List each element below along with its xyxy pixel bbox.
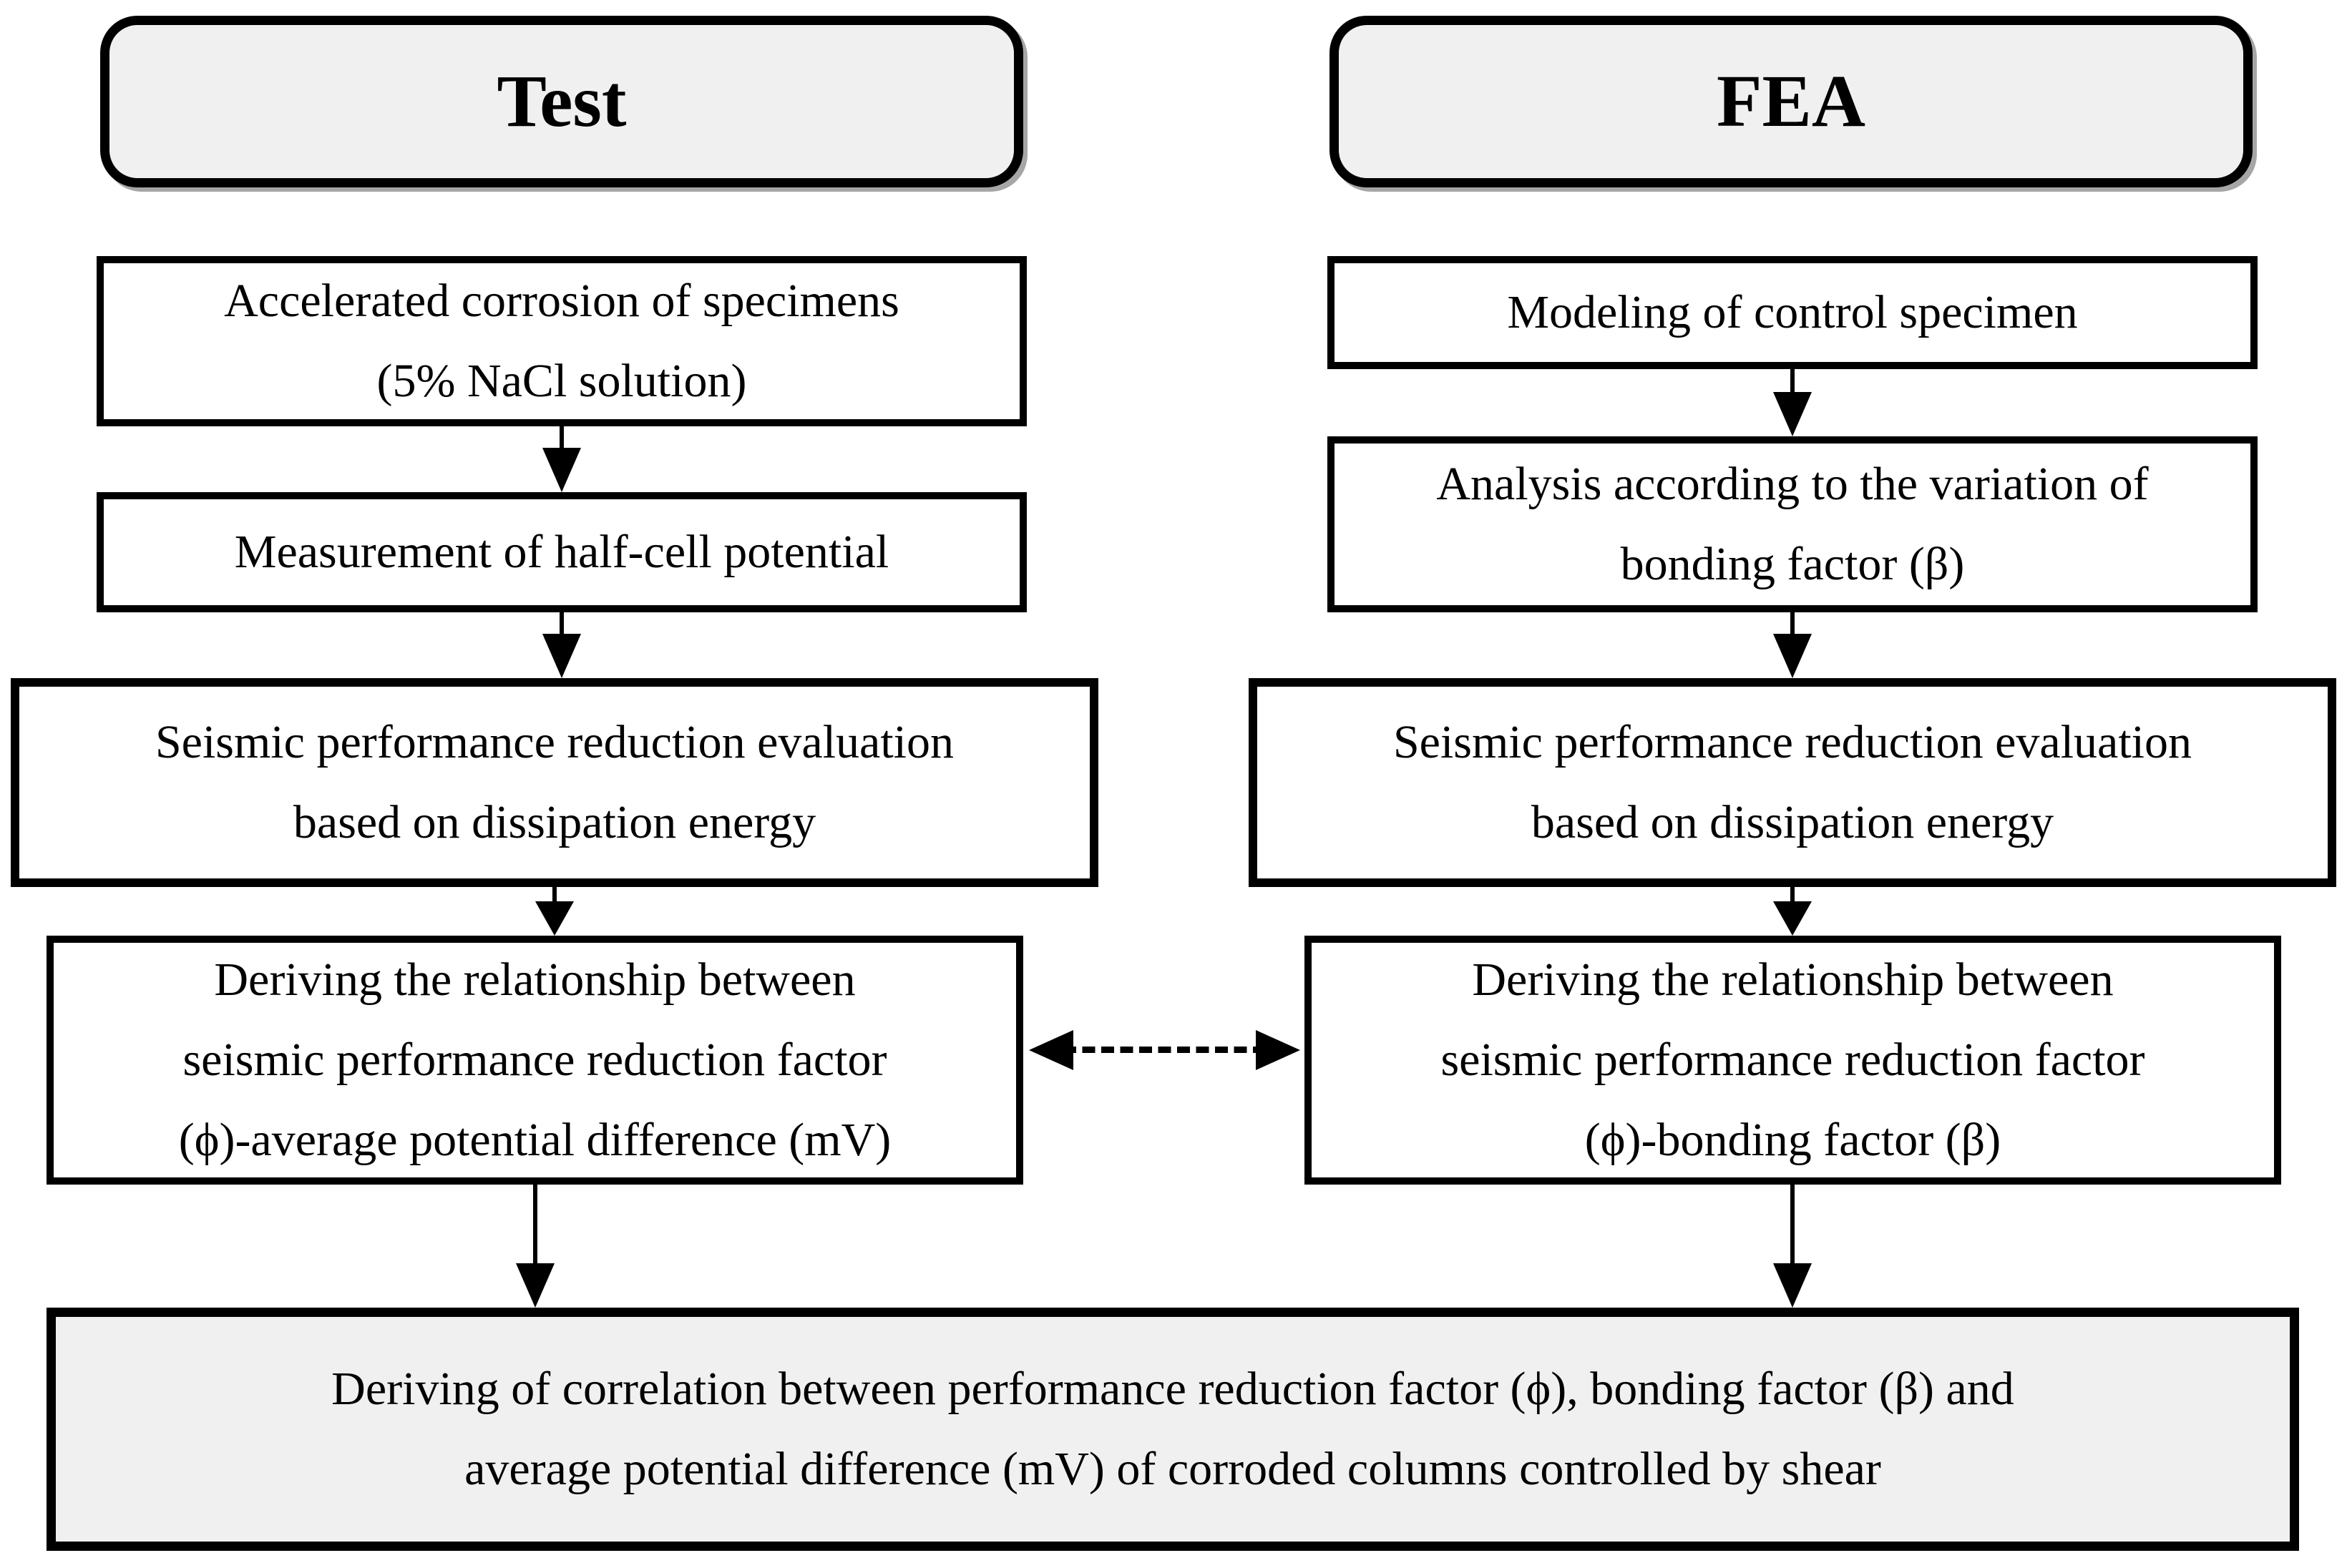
box-text-line: bonding factor (β) — [1620, 538, 1965, 590]
box-seismic-evaluation-fea: Seismic performance reduction evaluation… — [1249, 678, 2336, 887]
arrow-line — [560, 612, 564, 640]
down-arrow — [512, 1185, 558, 1308]
arrow-head-icon — [1773, 634, 1812, 678]
arrow-head-icon — [542, 634, 581, 678]
box-text-line: based on dissipation energy — [1531, 796, 2054, 848]
down-arrow — [1770, 612, 1815, 678]
arrow-line — [1790, 1185, 1795, 1269]
down-arrow — [539, 612, 585, 678]
box-text-line: (ϕ)-average potential difference (mV) — [178, 1114, 892, 1167]
box-modeling-control-specimen: Modeling of control specimen — [1327, 256, 2258, 369]
arrow-line — [1790, 887, 1795, 907]
box-text-line: Analysis according to the variation of — [1436, 457, 2149, 510]
arrow-line — [533, 1185, 537, 1269]
box-text-line: Measurement of half-cell potential — [234, 525, 889, 578]
down-arrow — [1770, 887, 1815, 936]
arrow-head-icon — [535, 901, 574, 936]
box-accelerated-corrosion: Accelerated corrosion of specimens (5% N… — [97, 256, 1027, 426]
arrow-head-icon — [1773, 392, 1812, 436]
box-text-line: based on dissipation energy — [293, 796, 816, 848]
box-text-line: average potential difference (mV) of cor… — [464, 1443, 1881, 1495]
box-text-line: seismic performance reduction factor — [1440, 1033, 2145, 1086]
box-text-line: (5% NaCl solution) — [376, 355, 747, 407]
box-analysis-bonding-factor: Analysis according to the variation of b… — [1327, 436, 2258, 612]
down-arrow — [1770, 1185, 1815, 1308]
box-text-line: Modeling of control specimen — [1507, 285, 2078, 338]
arrow-head-icon — [1773, 901, 1812, 936]
box-text-line: Seismic performance reduction evaluation — [1392, 715, 2192, 768]
box-half-cell-potential: Measurement of half-cell potential — [97, 492, 1027, 612]
arrow-line — [1790, 369, 1795, 398]
arrow-head-icon — [542, 448, 581, 492]
down-arrow — [539, 426, 585, 492]
arrow-line — [552, 887, 557, 907]
box-text-line: Accelerated corrosion of specimens — [224, 274, 899, 327]
box-text-line: (ϕ)-bonding factor (β) — [1584, 1114, 2001, 1167]
box-text-line: seismic performance reduction factor — [182, 1033, 887, 1086]
box-text-line: Deriving the relationship between — [1472, 953, 2114, 1006]
down-arrow — [1770, 369, 1815, 436]
box-text-line: Deriving the relationship between — [214, 953, 856, 1006]
down-arrow — [532, 887, 577, 936]
test-column-header: Test — [100, 16, 1023, 187]
arrow-head-left-icon — [1029, 1030, 1073, 1070]
dashed-arrow-line — [1063, 1047, 1266, 1053]
test-column-header-label: Test — [497, 59, 627, 142]
box-correlation-conclusion: Deriving of correlation between performa… — [47, 1308, 2299, 1551]
arrow-head-right-icon — [1256, 1030, 1300, 1070]
arrow-line — [1790, 612, 1795, 640]
box-seismic-evaluation-test: Seismic performance reduction evaluation… — [11, 678, 1098, 887]
arrow-line — [560, 426, 564, 454]
arrow-head-icon — [516, 1263, 555, 1308]
box-text-line: Seismic performance reduction evaluation — [155, 715, 955, 768]
fea-column-header: FEA — [1329, 16, 2253, 187]
arrow-head-icon — [1773, 1263, 1812, 1308]
box-text-line: Deriving of correlation between performa… — [331, 1362, 2014, 1415]
fea-column-header-label: FEA — [1717, 59, 1865, 142]
box-deriving-relationship-fea: Deriving the relationship between seismi… — [1304, 936, 2281, 1185]
box-deriving-relationship-test: Deriving the relationship between seismi… — [47, 936, 1023, 1185]
